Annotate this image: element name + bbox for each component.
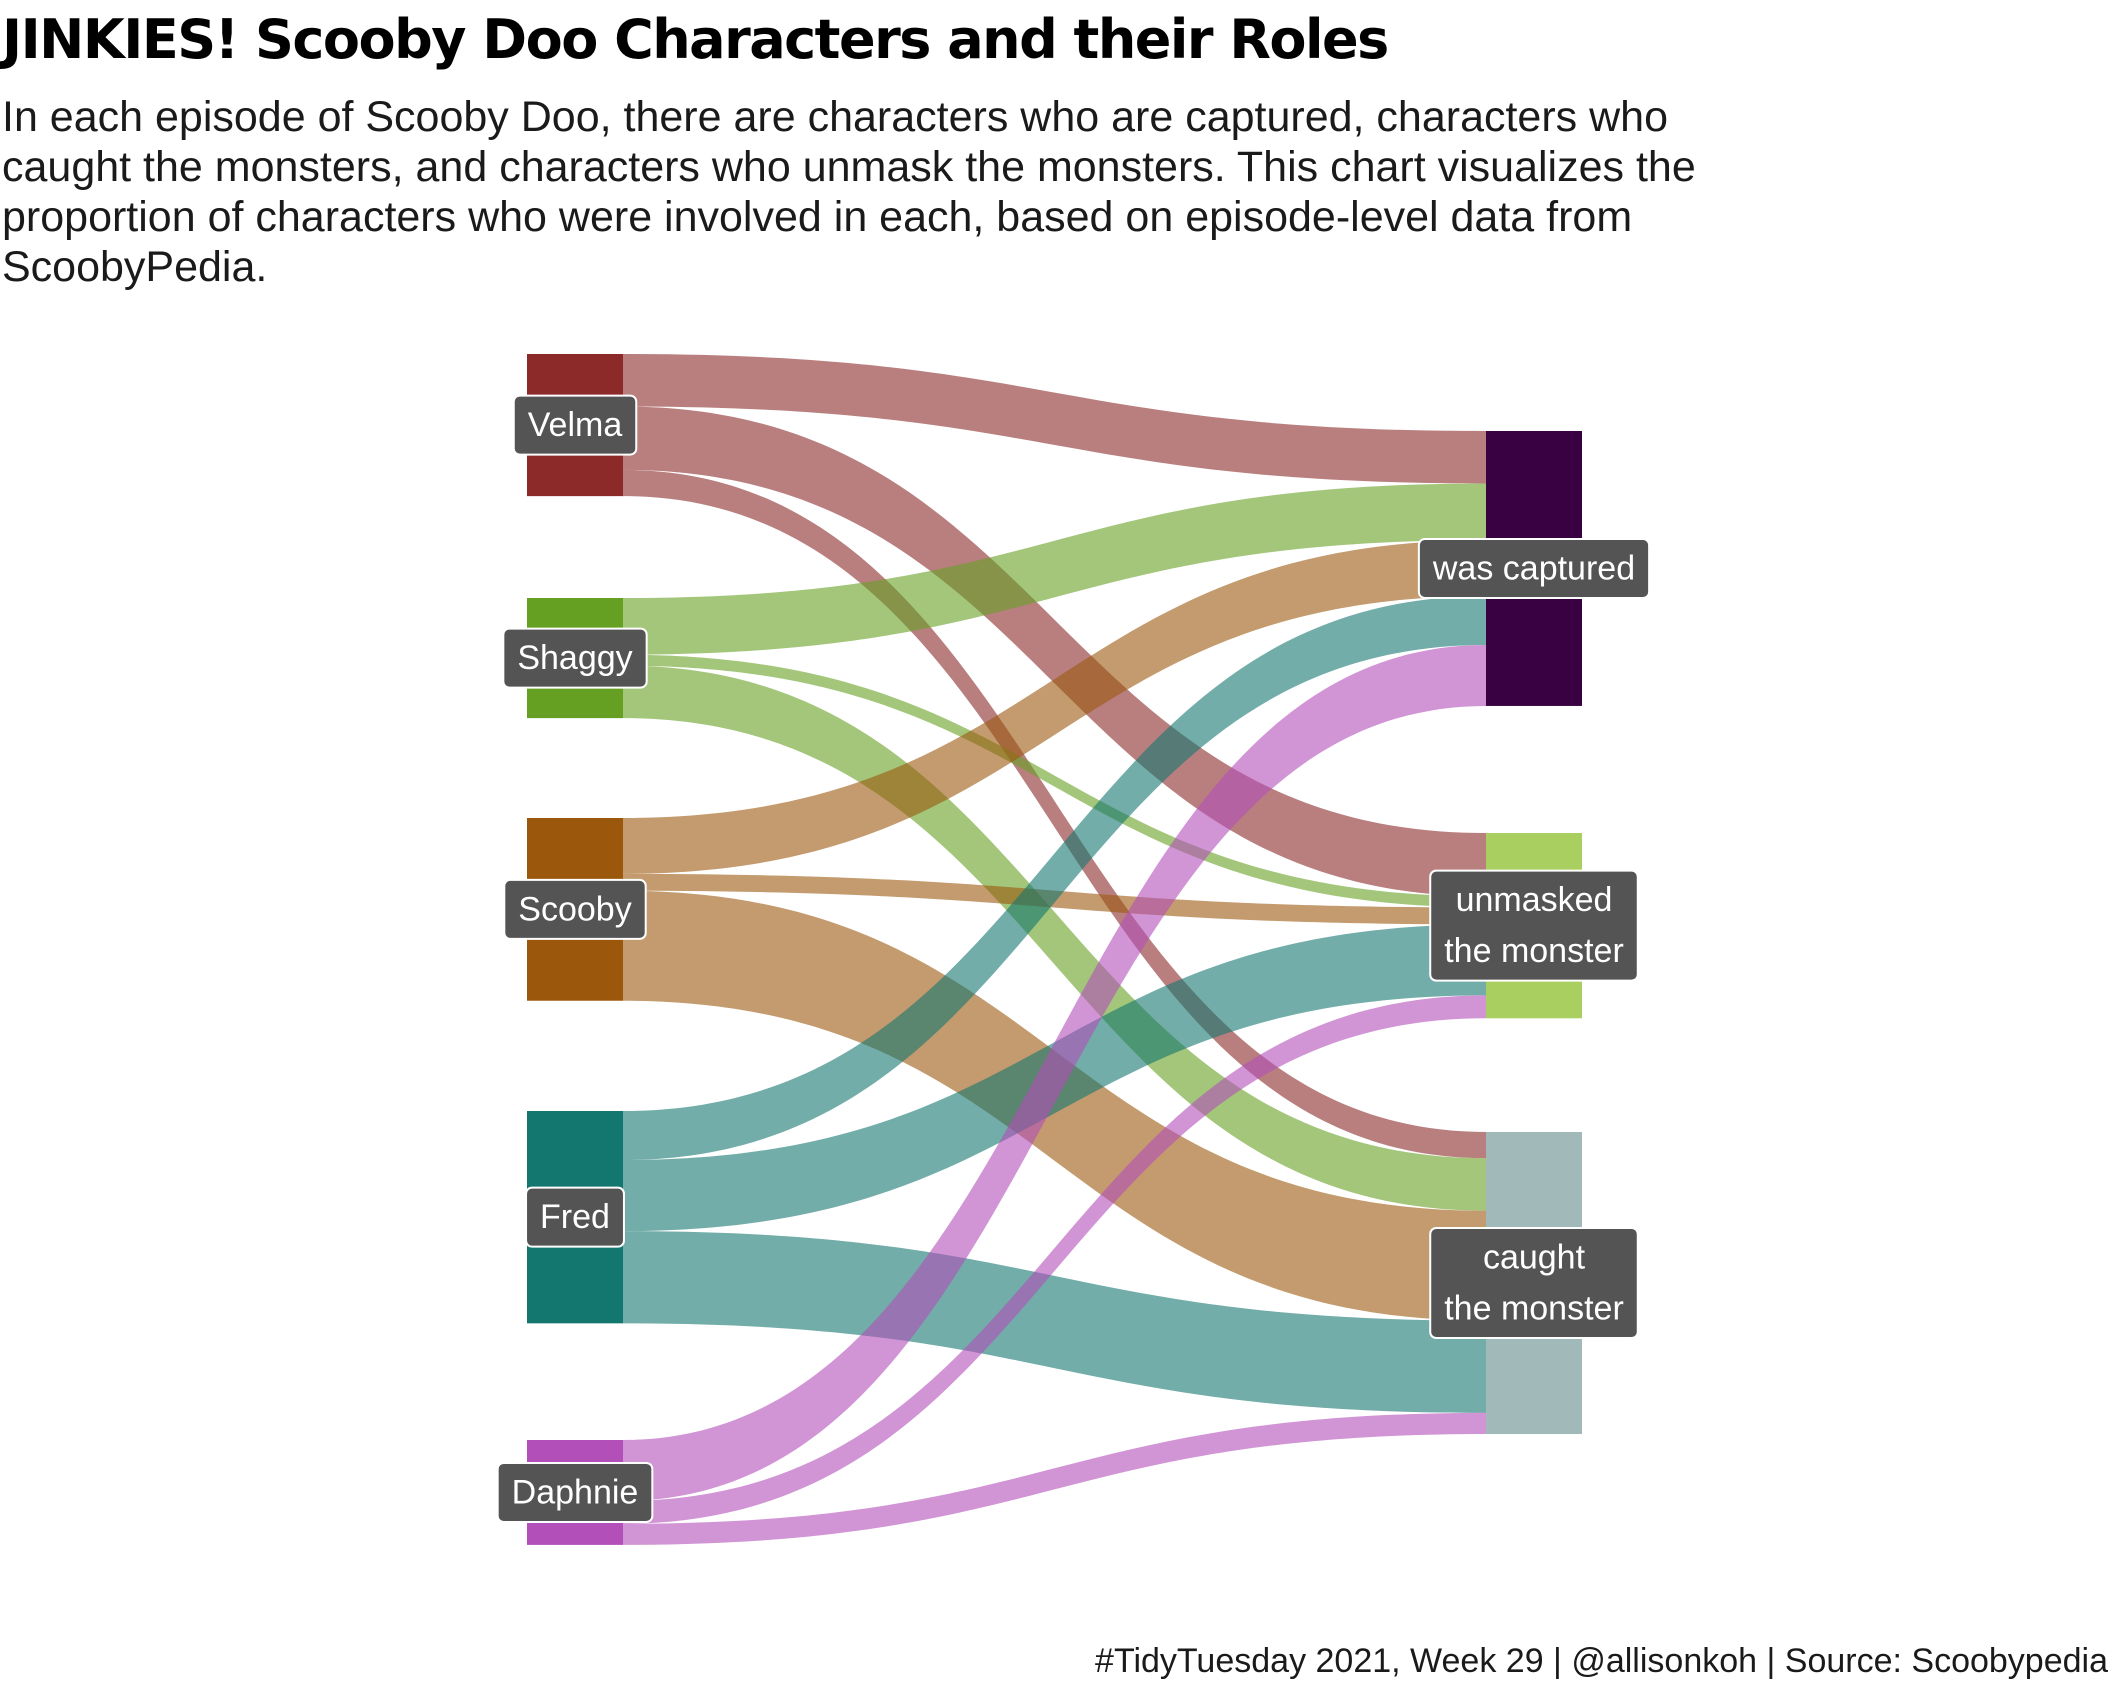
label-daphnie: Daphnie bbox=[496, 1461, 654, 1523]
label-was-captured-text: was captured bbox=[1432, 549, 1635, 587]
label-was-captured-box bbox=[1417, 537, 1651, 599]
label-unmasked-the-monster: unmasked the monster bbox=[1429, 869, 1639, 982]
label-daphnie-box bbox=[496, 1461, 654, 1523]
label-shaggy-box bbox=[502, 627, 648, 689]
label-fred-box bbox=[525, 1186, 625, 1248]
chart-caption: #TidyTuesday 2021, Week 29 | @allisonkoh… bbox=[1095, 1642, 2108, 1680]
flow-velma-to-was-captured bbox=[623, 354, 1486, 484]
label-fred: Fred bbox=[525, 1186, 625, 1248]
label-fred-text: Fred bbox=[540, 1198, 610, 1236]
label-was-captured: was captured bbox=[1417, 537, 1651, 599]
label-unmasked-the-monster-box bbox=[1429, 869, 1639, 982]
label-caught-the-monster-text: the monster bbox=[1444, 1290, 1624, 1328]
flow-daphnie-to-was-captured bbox=[623, 645, 1486, 1501]
flow-fred-to-was-captured bbox=[623, 595, 1486, 1161]
flow-fred-to-caught-the-monster bbox=[623, 1231, 1486, 1413]
label-shaggy: Shaggy bbox=[502, 627, 648, 689]
flow-shaggy-to-was-captured bbox=[623, 483, 1486, 655]
flows-layer bbox=[623, 354, 1486, 1545]
flow-velma-to-unmasked-the-monster bbox=[623, 406, 1486, 897]
label-velma-text: Velma bbox=[528, 406, 623, 444]
flow-shaggy-to-unmasked-the-monster bbox=[623, 654, 1486, 908]
label-caught-the-monster: caught the monster bbox=[1429, 1227, 1639, 1340]
label-daphnie-text: Daphnie bbox=[512, 1473, 639, 1511]
label-unmasked-the-monster-text: the monster bbox=[1444, 932, 1624, 970]
flow-daphnie-to-unmasked-the-monster bbox=[623, 995, 1486, 1524]
label-caught-the-monster-text: caught bbox=[1483, 1239, 1586, 1277]
chart-title: JINKIES! Scooby Doo Characters and their… bbox=[2, 8, 1389, 71]
label-scooby-box bbox=[503, 878, 647, 940]
flow-scooby-to-was-captured bbox=[623, 540, 1486, 874]
label-caught-the-monster-box bbox=[1429, 1227, 1639, 1340]
flow-shaggy-to-caught-the-monster bbox=[623, 665, 1486, 1211]
flow-velma-to-caught-the-monster bbox=[623, 469, 1486, 1159]
label-velma: Velma bbox=[512, 394, 638, 456]
label-unmasked-the-monster-text: unmasked bbox=[1456, 881, 1613, 919]
label-velma-box bbox=[512, 394, 638, 456]
chart-subtitle: In each episode of Scooby Doo, there are… bbox=[2, 93, 1696, 291]
label-scooby-text: Scooby bbox=[518, 890, 631, 928]
flow-daphnie-to-caught-the-monster bbox=[623, 1412, 1486, 1545]
label-shaggy-text: Shaggy bbox=[517, 639, 632, 677]
label-scooby: Scooby bbox=[503, 878, 647, 940]
